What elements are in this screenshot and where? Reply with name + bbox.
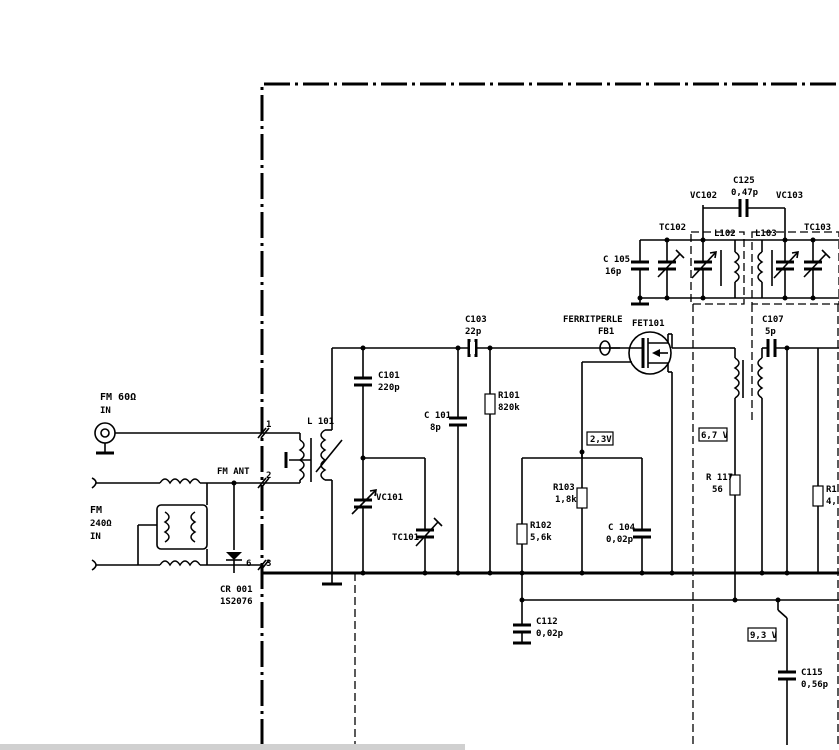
fet101-label: FET101 (632, 319, 665, 329)
rf-tank-circuit (631, 199, 839, 306)
svg-text:2,3V: 2,3V (590, 435, 612, 445)
fm240-label: FM (90, 505, 102, 516)
l102-label: L102 (714, 229, 736, 239)
r1x-value: 4, (826, 497, 837, 507)
c115-name: C115 (801, 668, 823, 678)
svg-text:6,7 V: 6,7 V (701, 431, 729, 441)
c115-value: 0,56p (801, 680, 829, 690)
r101-resistor (484, 345, 496, 576)
fet101-transistor (610, 331, 730, 576)
c101b-capacitor (449, 345, 467, 576)
fm60-coax-connector (94, 422, 262, 455)
c105-value: 16p (605, 267, 622, 277)
r1x-name: R1 (826, 485, 837, 495)
bottom-scrollbar (0, 744, 465, 750)
r117-name: R 117 (706, 473, 733, 483)
c101-value: 220p (378, 383, 400, 393)
fm60-in-label: IN (100, 406, 111, 416)
c101-capacitor (354, 345, 372, 500)
c104-name: C 104 (608, 523, 636, 533)
cr001-label: CR 001 (220, 585, 253, 595)
c125-name: C125 (733, 176, 755, 186)
pin-3-label: 3 (266, 559, 271, 569)
voltage-box-9v3: 9,3 V (747, 627, 778, 642)
r102-value: 5,6k (530, 533, 552, 543)
r102-name: R102 (530, 521, 552, 531)
c103-name: C103 (465, 315, 487, 325)
c112-name: C112 (536, 617, 558, 627)
vc103-label: VC103 (776, 191, 803, 201)
fb1-label: FB1 (598, 327, 614, 337)
r103-name: R103 (553, 483, 575, 493)
module-frame (260, 82, 839, 745)
tc101-label: TC101 (392, 533, 419, 543)
vc102-label: VC102 (690, 191, 717, 201)
supply-line (519, 597, 839, 603)
pin-6-label: 6 (246, 559, 251, 569)
source-bias-network (516, 361, 651, 576)
shield-dashed-boxes (354, 231, 839, 745)
c103-value: 22p (465, 327, 482, 337)
r1x-resistor-partial (812, 348, 824, 573)
l101-transformer (262, 348, 343, 573)
l102-output-coil (729, 339, 839, 600)
c104-value: 0,02p (606, 535, 634, 545)
fm240-ohm-label: 240Ω (90, 519, 112, 529)
l103-label: L103 (755, 229, 777, 239)
r101-name: R101 (498, 391, 520, 401)
r103-value: 1,8k (555, 495, 577, 505)
svg-text:9,3 V: 9,3 V (750, 631, 778, 641)
voltage-box-6v7: 6,7 V (698, 427, 729, 442)
c115-capacitor (777, 600, 796, 745)
c105-name: C 105 (603, 255, 630, 265)
c101b-name: C 101 (424, 411, 451, 421)
c101-name: C101 (378, 371, 400, 381)
fm240-in-label: IN (90, 532, 101, 542)
l101-label: L 101 (307, 417, 334, 427)
tc103-label: TC103 (804, 223, 831, 233)
vc101-label: VC101 (376, 493, 403, 503)
r101-value: 820k (498, 403, 520, 413)
pin-2-label: 2 (266, 471, 271, 481)
cr001-diode (226, 480, 242, 573)
tc102-label: TC102 (659, 223, 686, 233)
c107-name: C107 (762, 315, 784, 325)
c112-capacitor (513, 573, 531, 645)
fm240-balun (91, 477, 262, 571)
fm-ant-label: FM ANT (217, 467, 250, 477)
fm60-label: FM 60Ω (100, 392, 136, 403)
pin-1-label: 1 (266, 420, 271, 430)
voltage-box-2v3: 2,3V (586, 431, 614, 446)
tc101-trimmer (363, 457, 443, 576)
ferrite-label: FERRITPERLE (563, 315, 623, 325)
c112-value: 0,02p (536, 629, 564, 639)
r117-value: 56 (712, 485, 723, 495)
c101b-value: 8p (430, 423, 441, 433)
vc101-variable-capacitor (351, 455, 377, 576)
c103-capacitor (467, 339, 478, 357)
cr001-part-label: 1S2076 (220, 597, 253, 607)
c125-value: 0,47p (731, 188, 759, 198)
ground-bus (262, 571, 839, 586)
c107-value: 5p (765, 327, 776, 337)
